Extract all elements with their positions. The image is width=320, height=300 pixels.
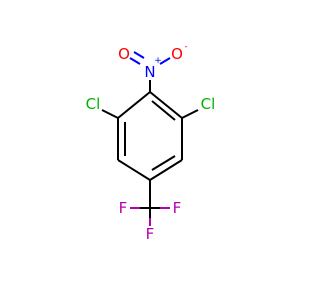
atom-f-right: F bbox=[173, 199, 182, 217]
ring-bond-c1-c2 bbox=[149, 91, 183, 119]
atom-cl-left: Cl bbox=[86, 95, 101, 113]
charge-n: + bbox=[154, 56, 162, 66]
bond-c6-cl bbox=[101, 109, 119, 119]
ring-bond-c3-c4 bbox=[149, 159, 183, 181]
cf3-bonds bbox=[130, 207, 170, 226]
bond-c2-cl bbox=[181, 109, 199, 119]
atom-n: N bbox=[144, 63, 155, 81]
atom-o2: O bbox=[171, 45, 183, 63]
nitro-bonds bbox=[129, 51, 171, 65]
atom-f-left: F bbox=[119, 199, 128, 217]
bond-n-o1-b bbox=[133, 51, 145, 59]
ring-double-c1-c2 bbox=[151, 100, 176, 121]
ring-bond-c4-c5 bbox=[117, 159, 151, 181]
benzene-ring bbox=[117, 91, 183, 181]
ring-double-c3-c4 bbox=[151, 155, 176, 171]
molecule-structure: N + O O - Cl Cl F F F bbox=[86, 42, 216, 243]
bond-n-o2 bbox=[159, 57, 171, 65]
charge-o2: - bbox=[184, 42, 187, 52]
ring-bond-c6-c1 bbox=[117, 91, 151, 119]
molecule-canvas: N + O O - Cl Cl F F F bbox=[86, 42, 216, 243]
bond-n-o1-a bbox=[129, 57, 141, 65]
atom-cl-right: Cl bbox=[201, 95, 216, 113]
atom-f-bottom: F bbox=[146, 225, 155, 243]
substituent-bonds bbox=[101, 80, 199, 208]
atom-o1: O bbox=[118, 45, 130, 63]
